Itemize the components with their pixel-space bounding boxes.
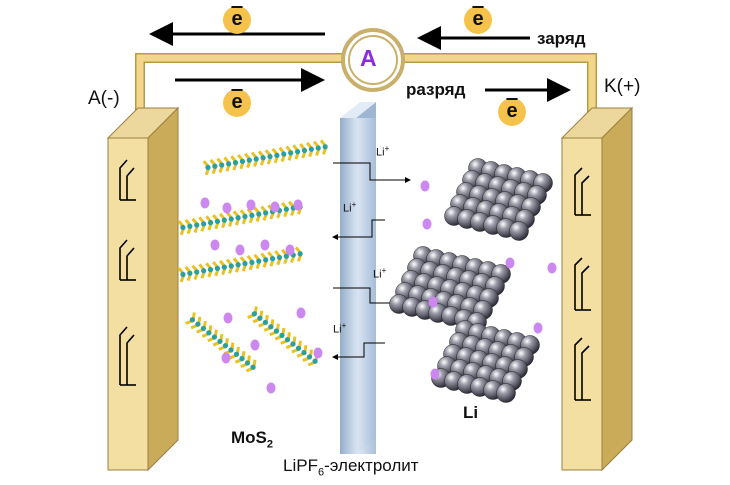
mos2-layers: [177, 139, 328, 373]
lithium-ion: [250, 339, 260, 351]
lithium-ion: [422, 218, 432, 230]
mos2-layer: [185, 312, 257, 373]
lithium-ion: [246, 199, 256, 211]
cathode-label: K(+): [604, 76, 641, 97]
lithium-cluster: [444, 158, 553, 241]
lithium-ion: [260, 239, 270, 251]
mos2-layer: [177, 199, 303, 236]
li-ion-label: Li+: [373, 266, 387, 281]
lithium-ion: [221, 352, 231, 364]
lithium-cluster: [389, 246, 511, 332]
lithium-ion: [266, 382, 276, 394]
discharge-label: разряд: [406, 80, 466, 99]
lithium-ion: [235, 244, 245, 256]
external-circuit: [135, 53, 597, 118]
lithium-cluster: [431, 320, 540, 403]
lithium-ions: [200, 180, 557, 394]
lithium-ion: [270, 201, 280, 213]
lithium-clusters: [389, 158, 553, 403]
cathode-material-label: Li: [463, 403, 479, 422]
lithium-ion: [223, 312, 233, 324]
electron-badge: e: [464, 6, 492, 34]
lithium-ion: [210, 239, 220, 251]
lithium-ion: [533, 322, 543, 334]
electron-flow-arrows: [149, 22, 571, 102]
li-ion-label: Li+: [343, 200, 357, 215]
electrolyte-label: LiPF6-электролит: [283, 456, 419, 479]
lithium-ion: [313, 347, 323, 359]
ammeter-symbol: A: [360, 45, 377, 71]
lithium-ion: [420, 180, 430, 192]
mos2-layer: [202, 139, 328, 176]
ammeter: [341, 28, 405, 92]
lithium-ion: [430, 368, 440, 380]
ion-path-arrows: [332, 162, 411, 360]
electron-badge: e: [223, 89, 251, 117]
lithium-ion: [200, 197, 210, 209]
li-ion-label: Li+: [376, 144, 390, 159]
separator-membrane: [340, 102, 376, 454]
cathode-electrode: [560, 106, 634, 472]
mos2-layer: [177, 246, 303, 283]
lithium-ion: [428, 296, 438, 308]
li-ion-label: Li+: [333, 321, 347, 336]
anode-electrode: [106, 106, 180, 472]
lithium-ion: [296, 307, 306, 319]
lithium-ion: [293, 199, 303, 211]
lithium-ion: [505, 257, 515, 269]
mos2-layer: [247, 306, 319, 367]
electron-badge: e: [498, 98, 526, 126]
anode-label: A(-): [88, 88, 120, 109]
charge-label: заряд: [537, 29, 586, 48]
lithium-ion: [285, 244, 295, 256]
lithium-ion: [222, 202, 232, 214]
anode-material-label: MoS2: [231, 428, 274, 451]
electron-badge: e: [223, 6, 251, 34]
lithium-ion: [547, 262, 557, 274]
